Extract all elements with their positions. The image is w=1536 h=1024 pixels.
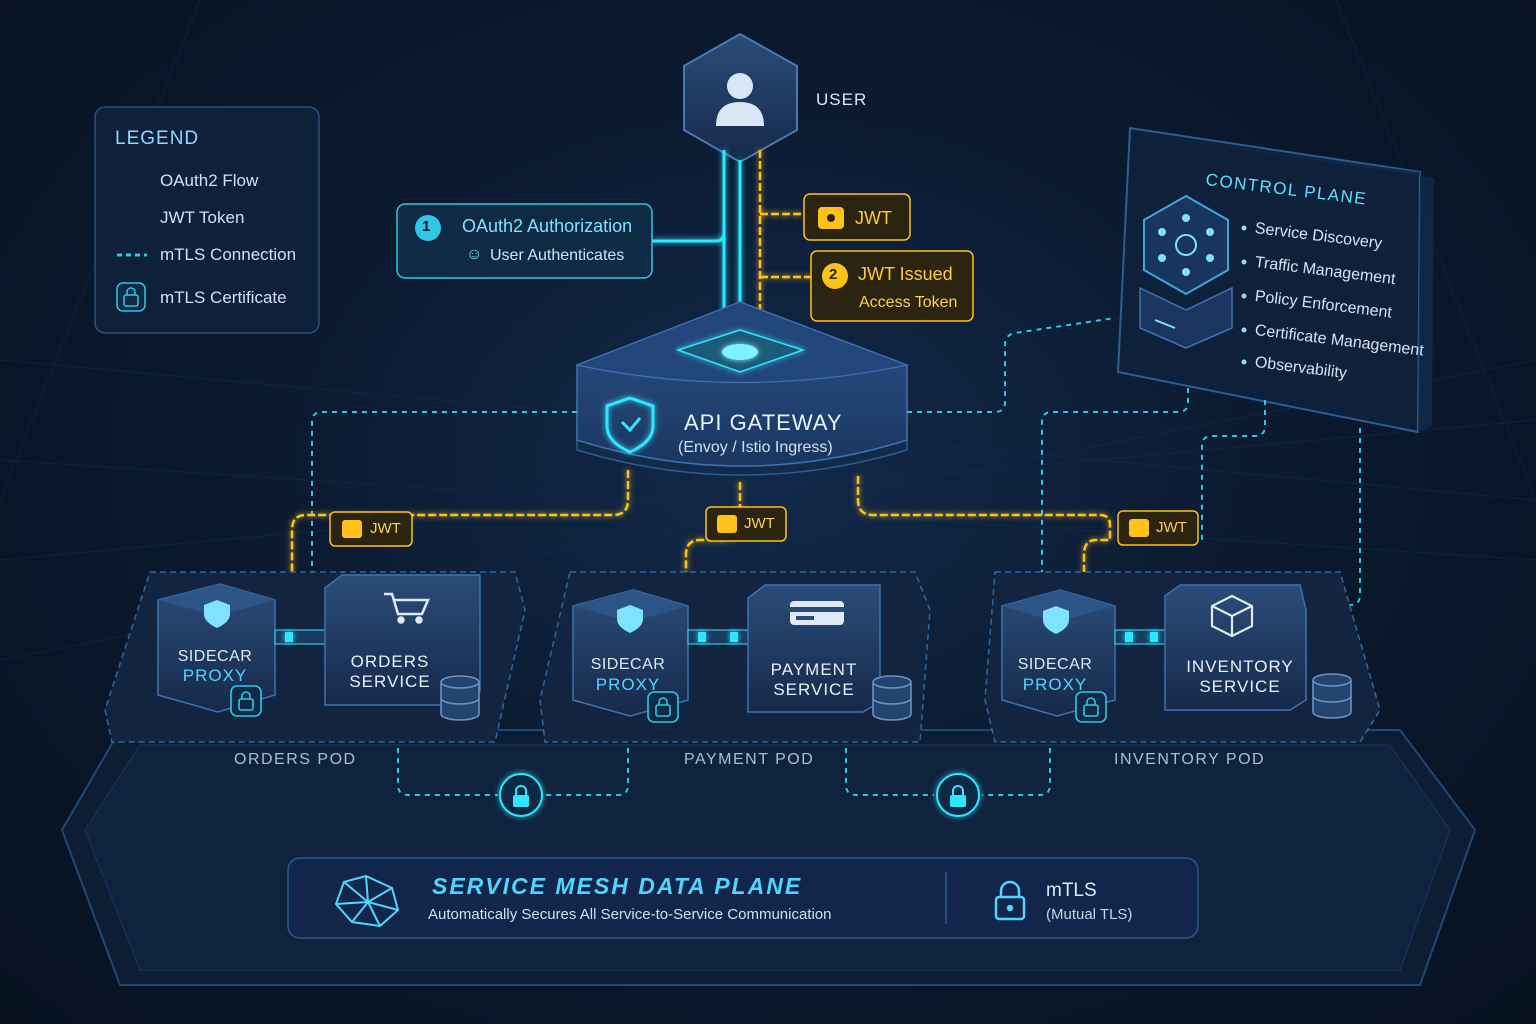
- network-hub-icon: [1139, 194, 1233, 349]
- sidecar-proxy-blocks: [157, 583, 1116, 717]
- user-icon: [716, 73, 764, 126]
- mtls-lock-circles: [499, 773, 980, 817]
- mtls-connection-lines: [311, 317, 1361, 796]
- jwt-badge-payment: JWT: [744, 515, 775, 532]
- gateway-subtitle: (Envoy / Istio Ingress): [678, 439, 833, 456]
- inventory-service-label-2: SERVICE: [1199, 677, 1281, 696]
- inventory-proxy-label-1: SIDECAR: [1017, 656, 1093, 673]
- legend-mtls-certificate: mTLS Certificate: [160, 288, 287, 307]
- step1-title: OAuth2 Authorization: [462, 216, 633, 236]
- proxy-shield-icons: [204, 600, 1069, 634]
- jwt-issued-box: [810, 250, 974, 322]
- mtls-subtitle: (Mutual TLS): [1046, 906, 1133, 923]
- inventory-proxy-label-2: PROXY: [1022, 675, 1088, 694]
- orders-proxy-label-2: PROXY: [182, 666, 248, 685]
- oauth2-authorization-box: [396, 203, 653, 279]
- user-node: [683, 32, 798, 164]
- mtls-title: mTLS: [1046, 880, 1097, 901]
- payment-proxy-label-2: PROXY: [595, 675, 661, 694]
- proxy-service-connectors: [274, 629, 1166, 645]
- token-icon: [818, 207, 844, 229]
- credit-card-icon: [790, 601, 844, 625]
- api-gateway-block: [574, 301, 910, 476]
- legend-title: LEGEND: [115, 128, 200, 149]
- data-plane-platform: [60, 729, 1477, 986]
- step1-number: 1: [422, 218, 431, 235]
- jwt-badges: [329, 506, 1199, 547]
- control-plane-panel: [1116, 126, 1434, 434]
- shield-icon: [605, 396, 655, 454]
- payment-pod-label: PAYMENT POD: [684, 751, 815, 768]
- legend-oauth2-flow: OAuth2 Flow: [160, 171, 259, 190]
- data-plane-subtitle: Automatically Secures All Service-to-Ser…: [428, 906, 832, 923]
- orders-pod-label: ORDERS POD: [234, 751, 357, 768]
- user-label: USER: [816, 90, 868, 109]
- orders-service-label-2: SERVICE: [349, 672, 431, 691]
- service-blocks: [324, 574, 1307, 713]
- step2-number: 2: [829, 266, 838, 283]
- step1-subtitle: User Authenticates: [490, 247, 625, 264]
- orders-proxy-label-1: SIDECAR: [177, 648, 253, 665]
- orders-service-label-1: ORDERS: [350, 652, 430, 671]
- cart-icon: [384, 592, 430, 624]
- legend-box: [94, 106, 320, 334]
- payment-service-label-1: PAYMENT: [770, 660, 858, 679]
- inventory-service-label-1: INVENTORY: [1186, 657, 1294, 676]
- proxy-lock-icons: [230, 685, 1107, 723]
- step2-subtitle: Access Token: [859, 294, 958, 311]
- payment-proxy-label-1: SIDECAR: [590, 656, 666, 673]
- mesh-icon: [334, 874, 400, 928]
- box-icon: [1210, 594, 1254, 638]
- gateway-title: API GATEWAY: [684, 410, 843, 435]
- mtls-lock-icon: [994, 880, 1026, 921]
- inventory-pod-label: INVENTORY POD: [1114, 751, 1266, 768]
- jwt-badge-inventory: JWT: [1156, 519, 1187, 536]
- legend-jwt-token: JWT Token: [160, 208, 245, 227]
- payment-service-label-2: SERVICE: [773, 680, 855, 699]
- step2-title: JWT Issued: [858, 264, 953, 284]
- database-icons: [440, 673, 1352, 721]
- jwt-top-label: JWT: [855, 208, 892, 228]
- jwt-badge-orders: JWT: [370, 520, 401, 537]
- lock-icon: [116, 282, 146, 312]
- data-plane-title: SERVICE MESH DATA PLANE: [432, 873, 803, 899]
- legend-mtls-connection: mTLS Connection: [160, 245, 297, 264]
- user-small-icon: ☺: [466, 246, 483, 263]
